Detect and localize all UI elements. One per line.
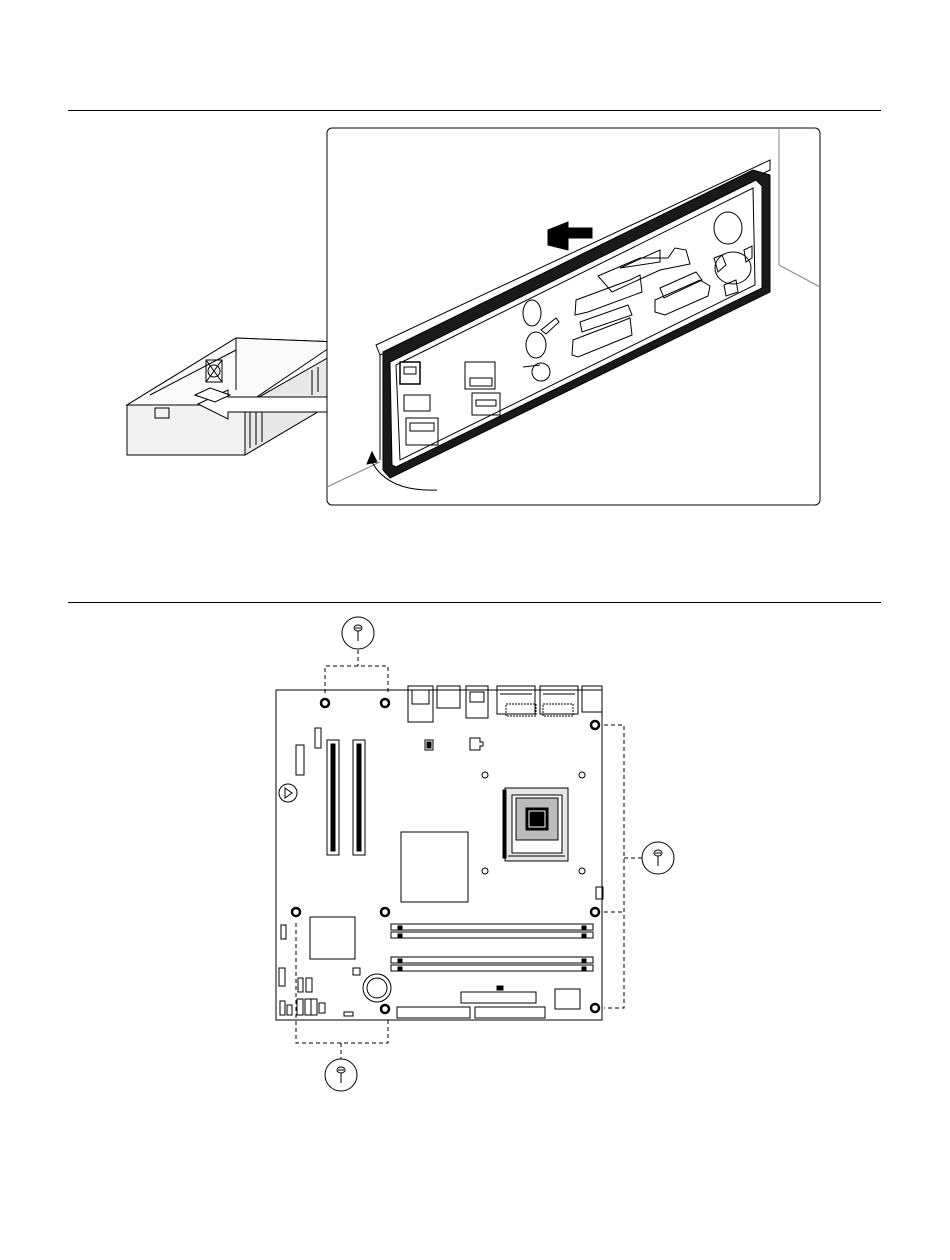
screw-icon <box>325 1059 357 1091</box>
chassis <box>127 338 338 455</box>
board-mounting-figure <box>276 617 674 1091</box>
screw-icon <box>342 617 374 649</box>
screw-icon <box>642 842 674 874</box>
chipset-heatsink <box>401 832 468 902</box>
io-shield-figure <box>127 128 820 505</box>
